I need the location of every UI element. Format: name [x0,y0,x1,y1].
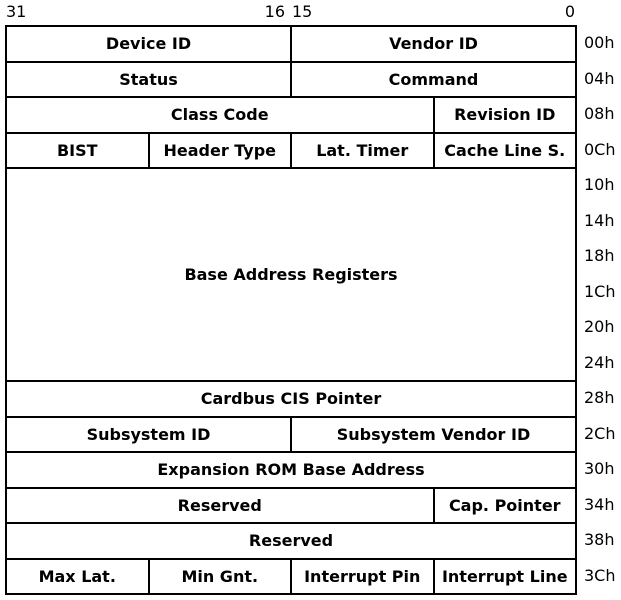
offset-gutter: 00h 04h 08h 0Ch 10h 14h 18h 1Ch 20h 24h … [584,25,621,593]
offset-label-38h: 38h [584,530,615,550]
register-cell-lat-timer: Lat. Timer [290,131,435,169]
register-cell-subsystem-id: Subsystem ID [5,415,292,453]
bit-label-31: 31 [6,2,27,21]
bit-ruler: 31 16 15 0 [0,2,621,24]
register-cell-expansion-rom-base-address: Expansion ROM Base Address [4,451,578,489]
offset-label-3ch: 3Ch [584,565,616,585]
bit-label-16: 16 [264,2,285,21]
register-cell-reserved-34h: Reserved [5,486,435,524]
row-04h: Status Command [5,60,578,98]
register-cell-bist: BIST [5,131,150,169]
register-cell-subsystem-vendor-id: Subsystem Vendor ID [289,415,578,453]
register-cell-header-type: Header Type [147,131,292,169]
register-cell-cache-line-size: Cache Line S. [432,131,578,169]
row-28h: Cardbus CIS Pointer [4,380,578,418]
bit-label-0: 0 [564,2,575,21]
register-cell-cap-pointer: Cap. Pointer [432,486,578,524]
row-10h-24h: Base Address Registers [4,167,578,382]
register-cell-base-address-registers: Base Address Registers [4,167,578,382]
row-0ch: BIST Header Type Lat. Timer Cache Line S… [5,131,578,169]
register-cell-interrupt-pin: Interrupt Pin [290,557,435,595]
row-3ch: Max Lat. Min Gnt. Interrupt Pin Interrup… [5,557,578,595]
offset-label-00h: 00h [584,33,615,53]
row-2ch: Subsystem ID Subsystem Vendor ID [5,415,578,453]
register-cell-reserved-38h: Reserved [4,522,578,560]
register-cell-min-gnt: Min Gnt. [147,557,292,595]
offset-label-08h: 08h [584,104,615,124]
offset-label-30h: 30h [584,459,615,479]
register-cell-class-code: Class Code [5,96,435,134]
offset-label-20h: 20h [584,317,615,337]
offset-label-14h: 14h [584,210,615,230]
row-08h: Class Code Revision ID [5,96,578,134]
row-30h: Expansion ROM Base Address [4,451,578,489]
offset-label-28h: 28h [584,388,615,408]
register-cell-max-lat: Max Lat. [5,557,150,595]
offset-label-34h: 34h [584,494,615,514]
offset-label-2ch: 2Ch [584,423,616,443]
register-cell-interrupt-line: Interrupt Line [432,557,578,595]
offset-label-0ch: 0Ch [584,139,616,159]
offset-label-10h: 10h [584,175,615,195]
register-cell-status: Status [5,60,292,98]
offset-label-24h: 24h [584,352,615,372]
register-table: Device ID Vendor ID Status Command Class… [4,25,578,595]
register-cell-revision-id: Revision ID [432,96,578,134]
offset-label-1ch: 1Ch [584,281,616,301]
row-00h: Device ID Vendor ID [5,25,578,63]
offset-label-04h: 04h [584,68,615,88]
row-34h: Reserved Cap. Pointer [5,486,578,524]
register-cell-command: Command [289,60,578,98]
bit-label-15: 15 [292,2,313,21]
row-38h: Reserved [4,522,578,560]
register-cell-cardbus-cis-pointer: Cardbus CIS Pointer [4,380,578,418]
offset-label-18h: 18h [584,246,615,266]
register-cell-vendor-id: Vendor ID [289,25,578,63]
register-cell-device-id: Device ID [5,25,292,63]
